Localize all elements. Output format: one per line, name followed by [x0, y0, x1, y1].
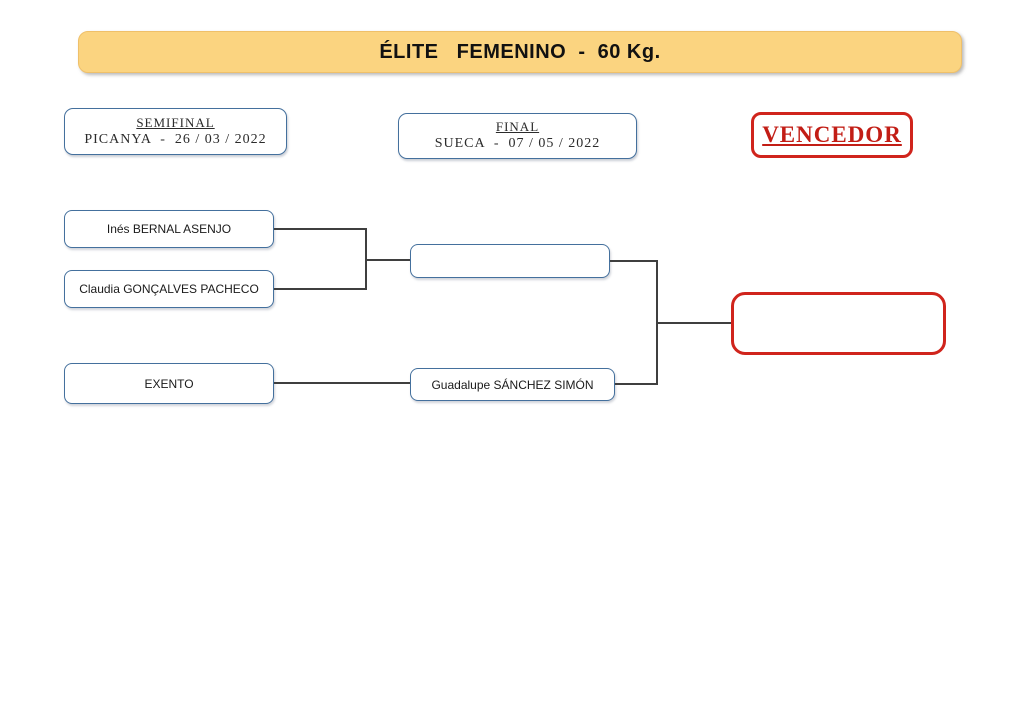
- connector-line-semifinal-vertical: [365, 228, 367, 290]
- final-venue-date: SUECA - 07 / 05 / 2022: [434, 136, 601, 152]
- final-round-name: FINAL: [495, 119, 540, 135]
- connector-line-final-vertical: [656, 260, 658, 385]
- winner-label-box: VENCEDOR: [751, 112, 913, 158]
- champion-slot: [731, 292, 946, 355]
- finalist2-slot: Guadalupe SÁNCHEZ SIMÓN: [410, 368, 615, 401]
- semifinal-winner-slot: [410, 244, 610, 278]
- category-title-banner: ÉLITE FEMENINO - 60 Kg.: [78, 31, 962, 73]
- connector-line-final-output: [658, 322, 731, 324]
- final-round-label-box: FINAL SUECA - 07 / 05 / 2022: [398, 113, 637, 159]
- semifinal-round-name: SEMIFINAL: [136, 114, 215, 130]
- semifinal-competitor2-slot: Claudia GONÇALVES PACHECO: [64, 270, 274, 308]
- connector-line-semifinal-bottom: [274, 288, 367, 290]
- connector-line-final-bottom: [615, 383, 658, 385]
- connector-line-final-top: [610, 260, 658, 262]
- semifinal-venue-date: PICANYA - 26 / 03 / 2022: [84, 131, 267, 147]
- category-title: ÉLITE FEMENINO - 60 Kg.: [379, 40, 661, 63]
- connector-line-semifinal-output: [367, 259, 410, 261]
- bye-slot: EXENTO: [64, 363, 274, 404]
- connector-line-semifinal-top: [274, 228, 367, 230]
- connector-line-bye: [274, 382, 410, 384]
- winner-label: VENCEDOR: [762, 122, 902, 147]
- semifinal-competitor1-slot: Inés BERNAL ASENJO: [64, 210, 274, 248]
- semifinal-round-label-box: SEMIFINAL PICANYA - 26 / 03 / 2022: [64, 108, 287, 155]
